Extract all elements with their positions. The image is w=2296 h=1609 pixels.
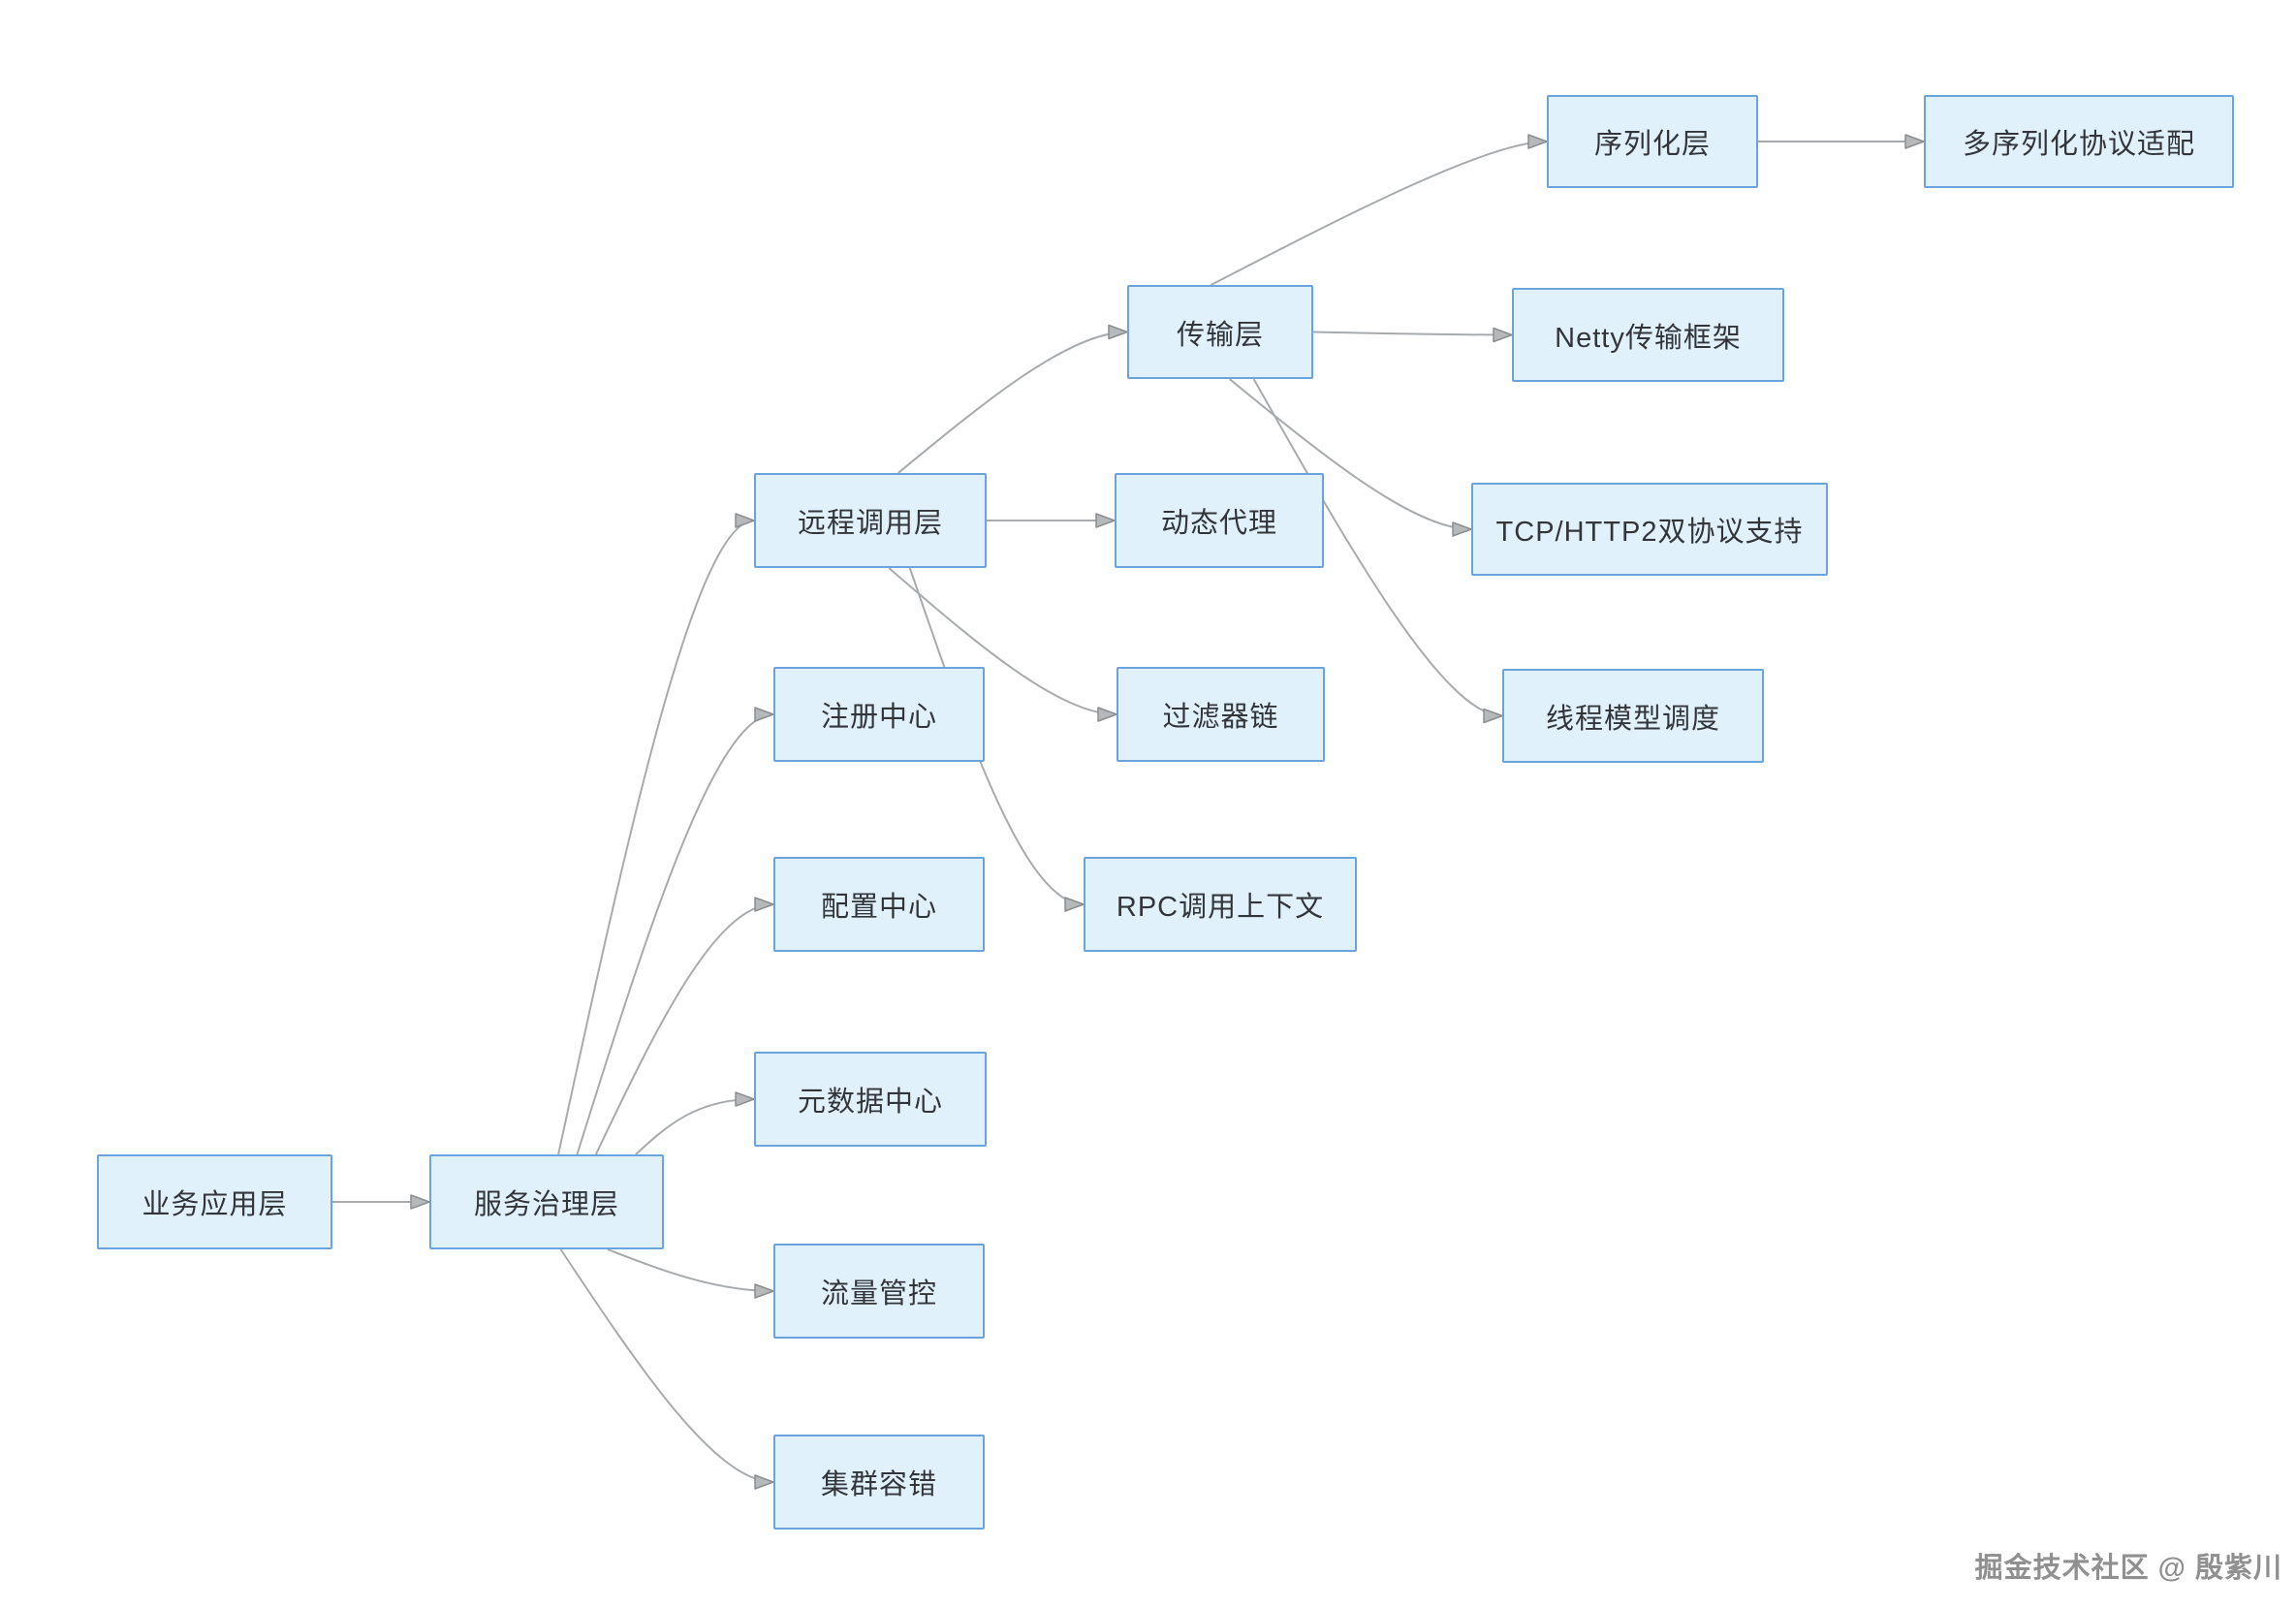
diagram-node-rpc: 远程调用层: [754, 473, 987, 568]
edge-transport-to-serial: [1210, 134, 1548, 286]
edge-gov-to-cfg: [594, 897, 774, 1155]
diagram-node-serial: 序列化层: [1547, 95, 1758, 188]
edge-gov-to-cluster: [559, 1248, 774, 1490]
diagram-node-tcp: TCP/HTTP2双协议支持: [1471, 483, 1828, 576]
edge-transport-to-netty: [1312, 327, 1513, 343]
edge-gov-to-rpc: [557, 513, 755, 1155]
edge-gov-to-meta: [635, 1091, 755, 1155]
diagram-node-reg: 注册中心: [773, 667, 985, 762]
diagram-node-netty: Netty传输框架: [1512, 288, 1784, 382]
edge-gov-to-flow: [607, 1248, 774, 1299]
diagram-node-cluster: 集群容错: [773, 1435, 985, 1530]
edge-gov-to-reg: [576, 707, 774, 1155]
diagram-node-filter: 过滤器链: [1117, 667, 1325, 762]
diagram-node-flow: 流量管控: [773, 1244, 985, 1339]
diagram-node-multi: 多序列化协议适配: [1924, 95, 2234, 188]
diagram-node-thread: 线程模型调度: [1502, 669, 1764, 763]
watermark-credit: 掘金技术社区 @ 殷紫川: [1974, 1553, 2282, 1584]
diagram-node-cfg: 配置中心: [773, 857, 985, 952]
diagram-node-gov: 服务治理层: [429, 1154, 664, 1249]
diagram-node-meta: 元数据中心: [754, 1052, 987, 1147]
edge-transport-to-thread: [1252, 378, 1503, 724]
edge-rpc-to-transport: [897, 324, 1128, 474]
diagram-node-rpcctx: RPC调用上下文: [1084, 857, 1357, 952]
edge-transport-to-tcp: [1228, 378, 1472, 537]
edge-rpc-to-rpcctx: [908, 567, 1085, 912]
edge-rpc-to-filter: [888, 567, 1117, 722]
diagram-node-biz: 业务应用层: [97, 1154, 332, 1249]
diagram-node-transport: 传输层: [1127, 285, 1313, 379]
diagram-node-proxy: 动态代理: [1115, 473, 1324, 568]
